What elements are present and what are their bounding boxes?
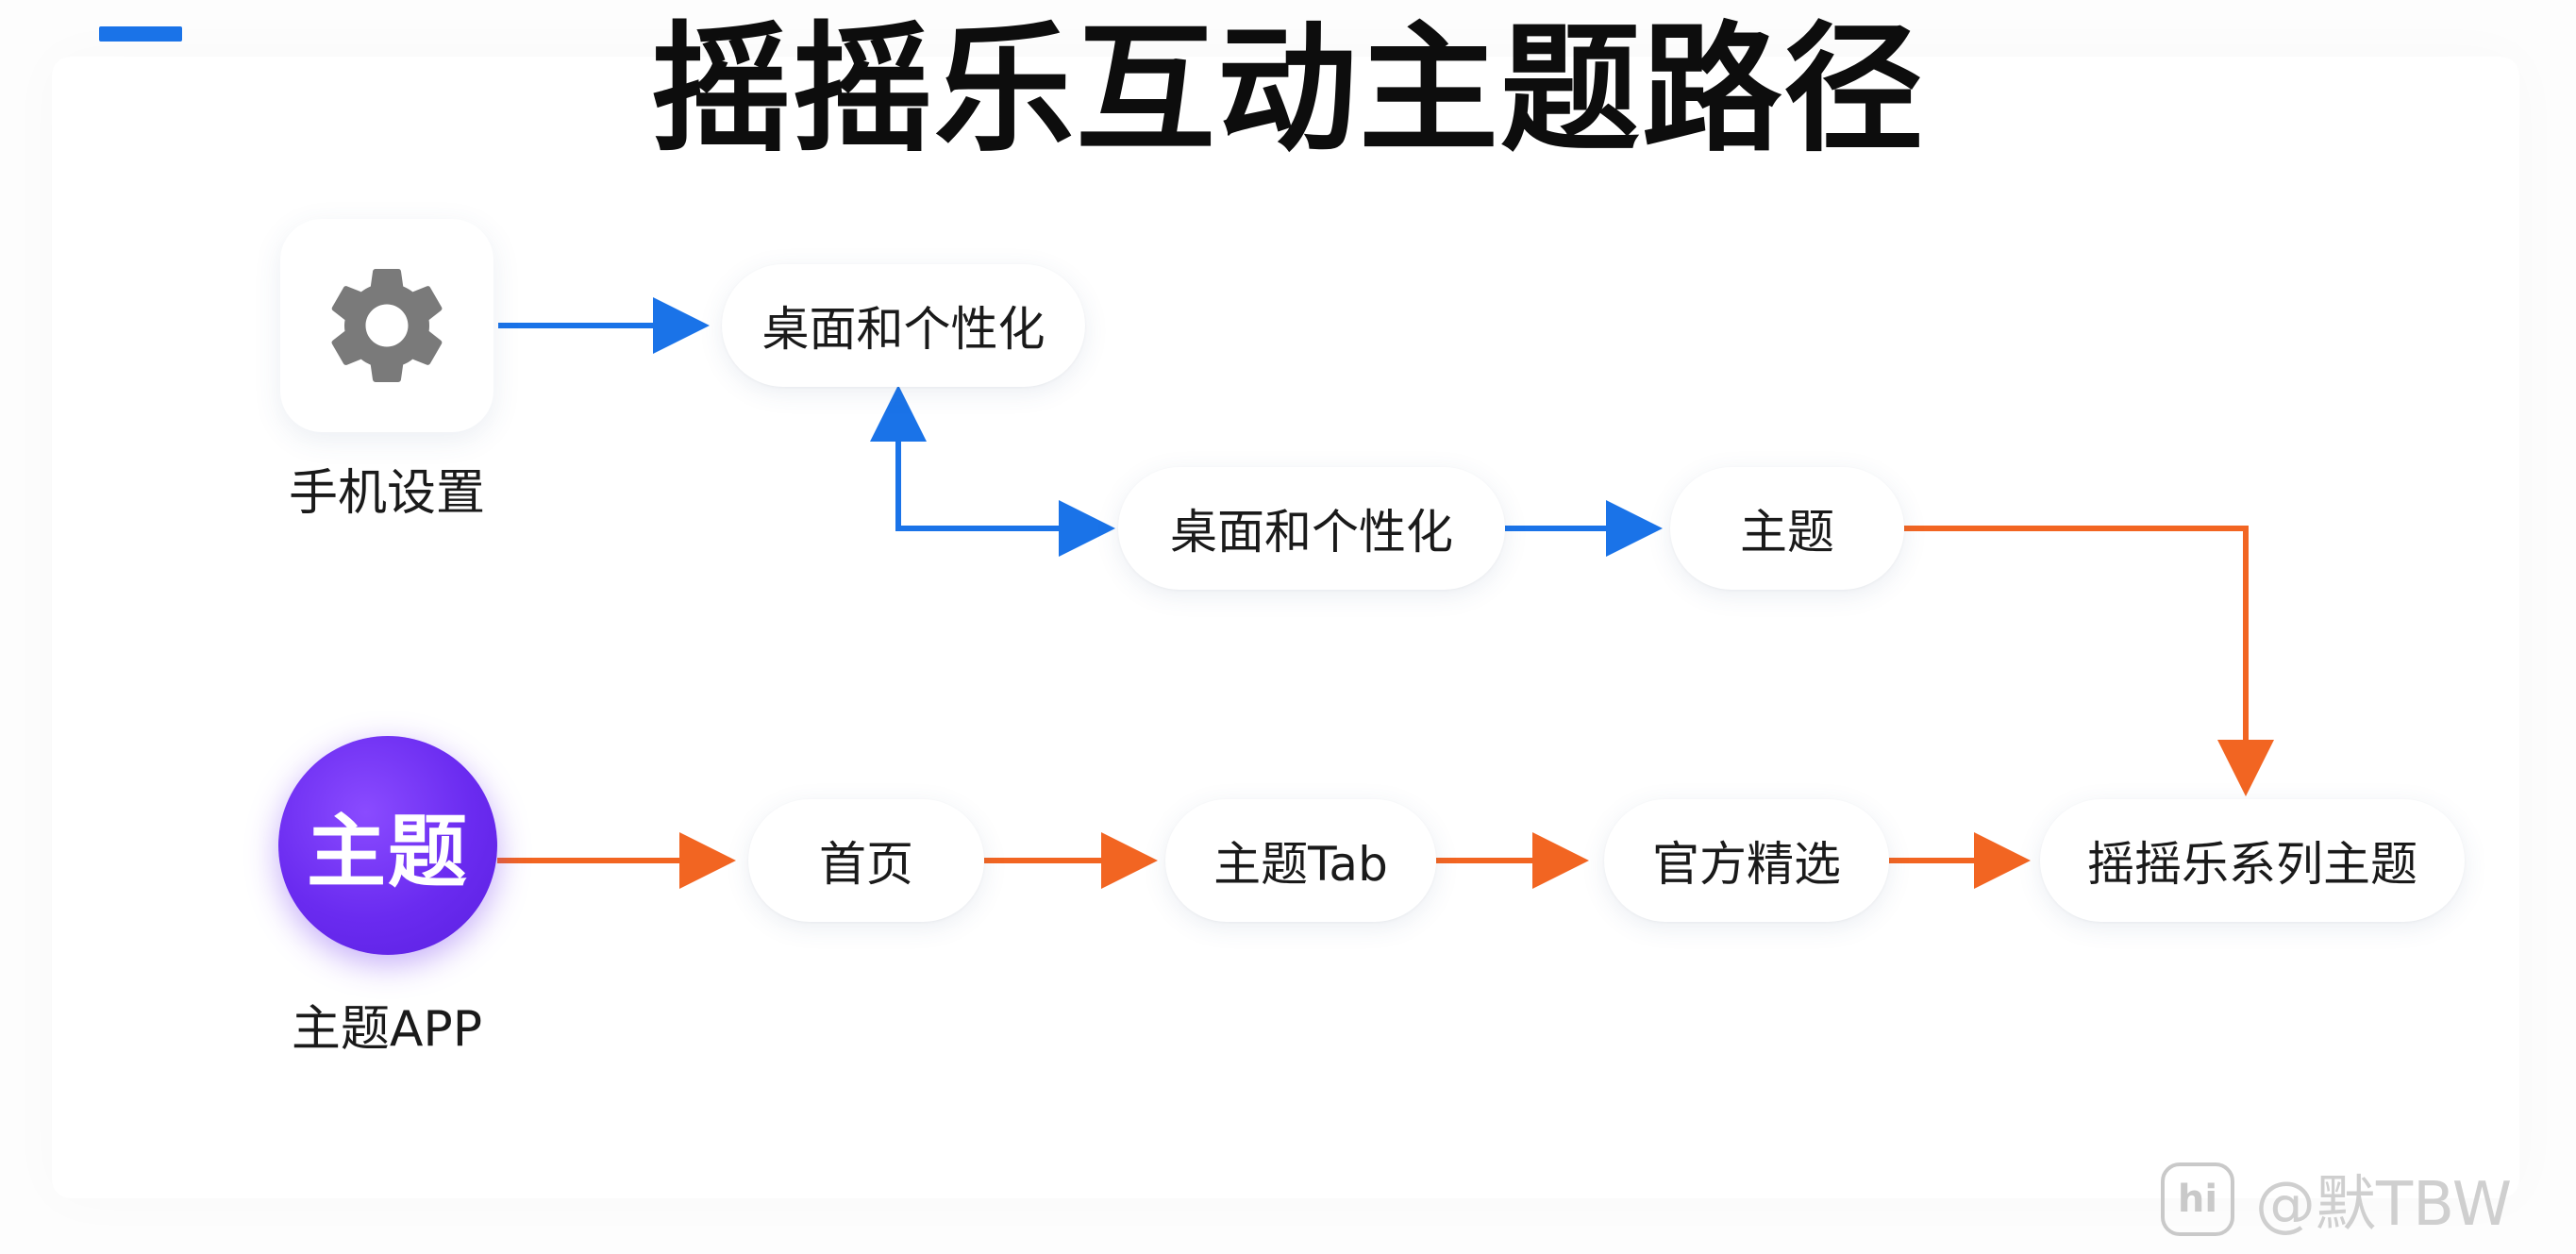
arrow-desktop-to-desktop2 xyxy=(895,394,1115,557)
node-home: 首页 xyxy=(748,799,984,922)
diagram-title: 摇摇乐互动主题路径 xyxy=(651,8,1925,171)
arrow-theme-to-destination xyxy=(1904,526,2274,796)
theme-app-label: 主题APP xyxy=(291,1001,483,1058)
node-yaoyaole-series-theme: 摇摇乐系列主题 xyxy=(2040,799,2465,922)
theme-app-icon: 主题 xyxy=(278,736,497,955)
node-desktop-personalization-2: 桌面和个性化 xyxy=(1118,467,1505,590)
node-desktop-personalization-1: 桌面和个性化 xyxy=(722,264,1085,387)
settings-label: 手机设置 xyxy=(288,465,485,522)
theme-app-icon-text: 主题 xyxy=(306,805,469,898)
node-theme-tab: 主题Tab xyxy=(1165,799,1436,922)
watermark-text: @默TBW xyxy=(2255,1170,2512,1240)
watermark-logo: hi xyxy=(2161,1162,2234,1236)
watermark: hi @默TBW xyxy=(2161,1159,2512,1240)
corner-accent-bar xyxy=(99,26,182,42)
node-official-picks: 官方精选 xyxy=(1604,799,1889,922)
gear-icon xyxy=(331,268,443,382)
node-theme: 主题 xyxy=(1670,467,1904,590)
settings-app-icon xyxy=(280,219,493,432)
